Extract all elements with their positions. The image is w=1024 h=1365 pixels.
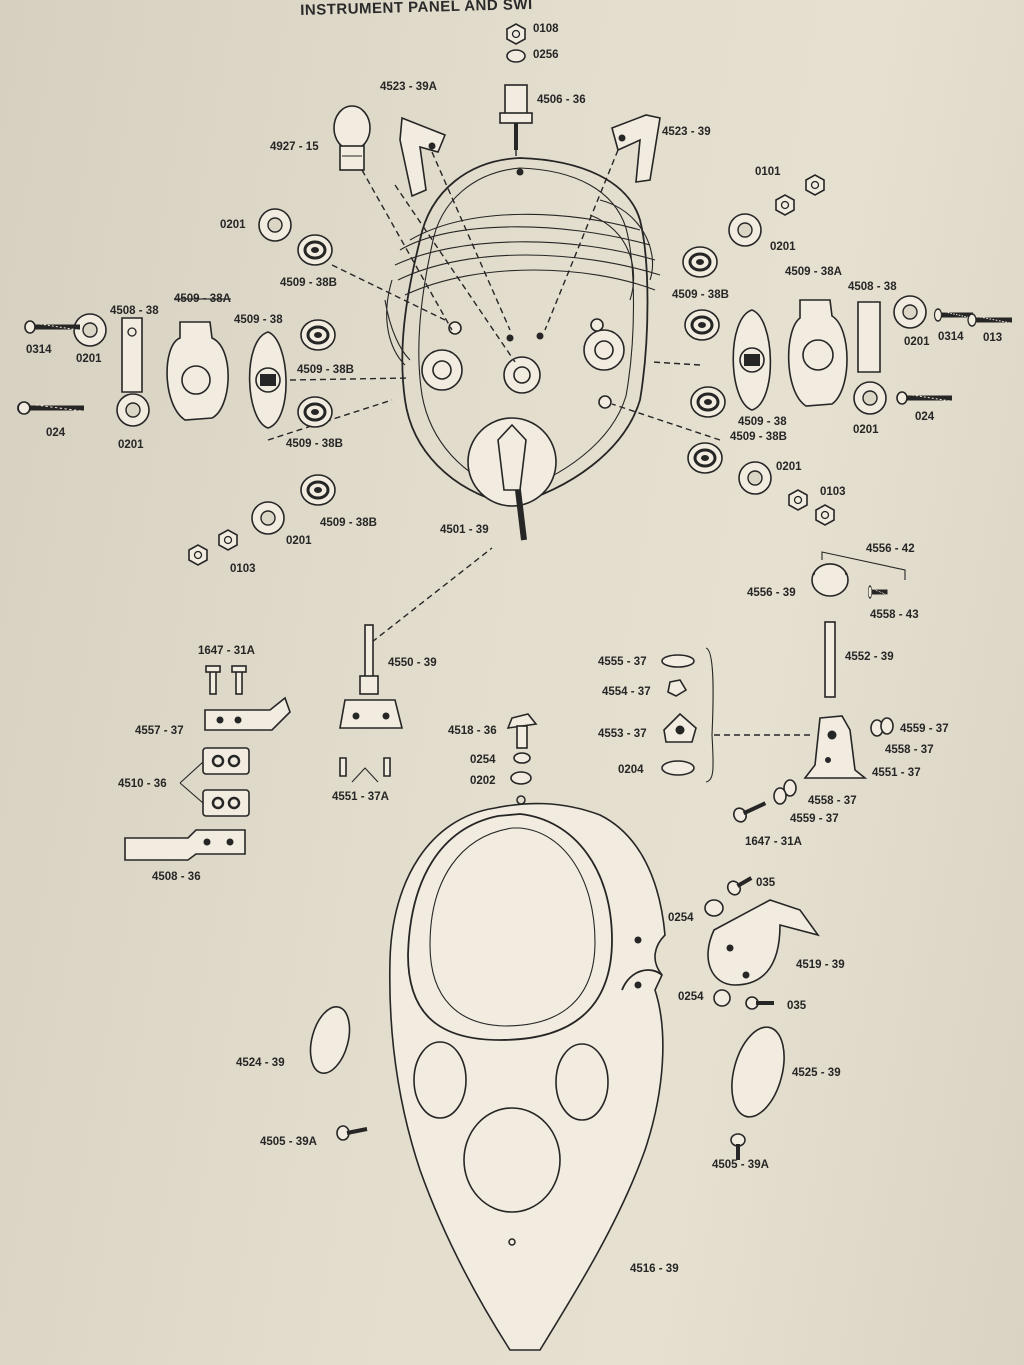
label: 1647 - 31A — [745, 836, 802, 848]
label: 0204 — [618, 764, 644, 776]
label: 0201 — [904, 336, 930, 348]
label: 0201 — [220, 219, 246, 231]
label: 4509 - 38 — [234, 314, 283, 326]
ignition-switch — [467, 417, 557, 541]
label: 4509 - 38B — [320, 517, 377, 529]
label: 4523 - 39 — [662, 126, 711, 138]
label: 4518 - 36 — [448, 725, 497, 737]
label: 4558 - 37 — [885, 744, 934, 756]
label: 0256 — [533, 49, 559, 61]
bolt-4518-36 — [506, 713, 538, 785]
label: 4508 - 38 — [848, 281, 897, 293]
center-toggle-switch — [503, 356, 541, 394]
label: 0201 — [118, 439, 144, 451]
label: 0314 — [938, 331, 964, 343]
instrument-cover-4516-39 — [388, 795, 666, 1351]
label: 4552 - 39 — [845, 651, 894, 663]
label: 0103 — [820, 486, 846, 498]
label: 4927 - 15 — [270, 141, 319, 153]
label: 4501 - 39 — [440, 524, 489, 536]
label: 024 — [46, 427, 66, 439]
label: 0254 — [470, 754, 496, 766]
label: 4509 - 38B — [730, 431, 787, 443]
label: 4508 - 36 — [152, 871, 201, 883]
cam-stack — [661, 647, 810, 783]
label: 4555 - 37 — [598, 656, 647, 668]
right-hardware — [681, 174, 1012, 526]
lever-4550-39 — [339, 624, 404, 783]
label: 4524 - 39 — [236, 1057, 285, 1069]
bracket-4523-39 — [611, 114, 661, 183]
label: 1647 - 31A — [198, 645, 255, 657]
cover-hardware — [309, 876, 820, 1160]
label: 4558 - 43 — [870, 609, 919, 621]
label: 0254 — [678, 991, 704, 1003]
label: 0201 — [76, 353, 102, 365]
label: 0314 — [26, 344, 52, 356]
lens-4525-39 — [731, 1026, 785, 1118]
label: 4508 - 38 — [110, 305, 159, 317]
bulb-4927-15 — [333, 105, 371, 171]
label: 035 — [787, 1000, 807, 1012]
switch-panel-assembly — [384, 157, 661, 541]
label: 4557 - 37 — [135, 725, 184, 737]
label: 0201 — [286, 535, 312, 547]
part-labels: 0108 0256 4523 - 39A 4506 - 36 4523 - 39… — [26, 23, 1002, 1275]
label: 4509 - 38B — [280, 277, 337, 289]
label: 4509 - 38B — [297, 364, 354, 376]
right-toggle-switch — [583, 329, 625, 371]
label: 4525 - 39 — [792, 1067, 841, 1079]
label: 4505 - 39A — [260, 1136, 317, 1148]
label: 4509 - 38A — [785, 266, 842, 278]
label: 4550 - 39 — [388, 657, 437, 669]
bracket-4551-37 — [733, 715, 894, 823]
plate-4519-39 — [707, 899, 820, 986]
label: 4559 - 37 — [790, 813, 839, 825]
label: 024 — [915, 411, 935, 423]
left-toggle-switch — [421, 349, 463, 391]
knob-assembly — [811, 551, 906, 698]
stud-4506-36 — [499, 23, 533, 150]
label: 4509 - 38A — [174, 293, 231, 305]
label: 4509 - 38B — [286, 438, 343, 450]
label: 4523 - 39A — [380, 81, 437, 93]
label: 0108 — [533, 23, 559, 35]
label: 4505 - 39A — [712, 1159, 769, 1171]
label: 0254 — [668, 912, 694, 924]
label: 4551 - 37 — [872, 767, 921, 779]
label: 4559 - 37 — [900, 723, 949, 735]
label: 0201 — [776, 461, 802, 473]
left-bracket-stack — [124, 665, 291, 861]
label: 0201 — [853, 424, 879, 436]
bracket-4523-39A — [399, 116, 447, 198]
label: 4554 - 37 — [602, 686, 651, 698]
label: 4509 - 38B — [672, 289, 729, 301]
label: 013 — [983, 332, 1002, 344]
lens-4524-39 — [309, 1006, 351, 1074]
label: 4558 - 37 — [808, 795, 857, 807]
label: 4551 - 37A — [332, 791, 389, 803]
label: 0103 — [230, 563, 256, 575]
left-hardware — [18, 208, 337, 566]
label: 4506 - 36 — [537, 94, 586, 106]
label: 4556 - 42 — [866, 543, 915, 555]
label: 0201 — [770, 241, 796, 253]
label: 4510 - 36 — [118, 778, 167, 790]
label: 4519 - 39 — [796, 959, 845, 971]
label: 4509 - 38 — [738, 416, 787, 428]
label: 4516 - 39 — [630, 1263, 679, 1275]
label: 035 — [756, 877, 776, 889]
label: 4556 - 39 — [747, 587, 796, 599]
label: 0101 — [755, 166, 781, 178]
label: 0202 — [470, 775, 496, 787]
label: 4553 - 37 — [598, 728, 647, 740]
